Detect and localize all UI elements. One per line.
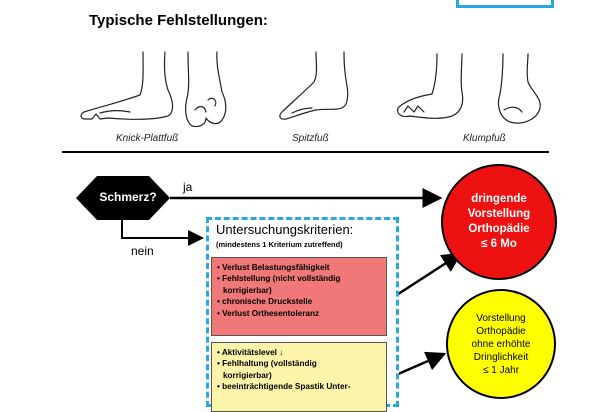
urgent-line: ≤ 6 Mo — [481, 238, 517, 250]
decision-diamond — [76, 176, 170, 220]
label-nein: nein — [131, 244, 154, 258]
routine-line: Vorstellung — [476, 312, 526, 324]
routine-referral-circle: Vorstellung Orthopädie ohne erhöhte Drin… — [446, 289, 556, 399]
criterion-item: • Fehlhaltung (vollständig — [217, 359, 317, 369]
criterion-item: • Fehlstellung (nicht vollständig — [217, 274, 341, 284]
routine-line: Orthopädie — [476, 325, 526, 337]
criterion-item: korrigierbar) — [223, 285, 272, 295]
urgent-line: dringende — [471, 193, 527, 205]
routine-line: ≤ 1 Jahr — [482, 364, 520, 376]
nein-arrow — [121, 220, 204, 246]
routine-line: ohne erhöhte — [471, 338, 531, 350]
criteria-subtitle: (mindestens 1 Kriterium zutreffend) — [216, 240, 343, 249]
routine-line: Dringlichkeit — [473, 351, 529, 363]
klumpfuss-illustration — [397, 53, 541, 124]
decision-question: Schmerz? — [99, 190, 157, 204]
urgent-criteria-box: • Verlust Belastungsfähigkeit • Fehlstel… — [211, 257, 387, 336]
page-heading: Typische Fehlstellungen: — [89, 12, 268, 29]
urgent-line: Orthopädie — [468, 223, 530, 235]
urgent-referral-circle: dringende Vorstellung Orthopädie ≤ 6 Mo — [441, 164, 557, 280]
flowchart-connectors — [76, 176, 463, 380]
criteria-title: Untersuchungskriterien: — [216, 222, 354, 237]
caption-klumpfuss: Klumpfuß — [463, 133, 506, 144]
caption-knick-plattfuss: Knick-Plattfuß — [116, 133, 179, 144]
label-ja: ja — [183, 180, 193, 194]
section-divider — [62, 151, 549, 153]
criterion-item: • Aktivitätslevel ↓ — [217, 348, 284, 357]
criterion-item: • beeinträchtigende Spastik Unter- — [217, 382, 351, 392]
knick-plattfuss-illustration — [80, 51, 227, 128]
feet-illustrations — [80, 51, 541, 128]
criterion-item: korrigierbar) — [223, 370, 272, 380]
top-frame-fragment — [456, 0, 554, 8]
criterion-item: • Verlust Orthesentoleranz — [217, 308, 320, 318]
caption-spitzfuss: Spitzfuß — [292, 133, 329, 144]
criterion-item: • Verlust Belastungsfähigkeit — [217, 263, 330, 272]
criterion-item: • chronische Druckstelle — [217, 297, 313, 307]
routine-criteria-box: • Aktivitätslevel ↓ • Fehlhaltung (volls… — [211, 342, 387, 412]
red-to-urgent-arrow — [388, 252, 463, 302]
spitzfuss-illustration — [279, 51, 349, 120]
urgent-line: Vorstellung — [467, 208, 531, 220]
